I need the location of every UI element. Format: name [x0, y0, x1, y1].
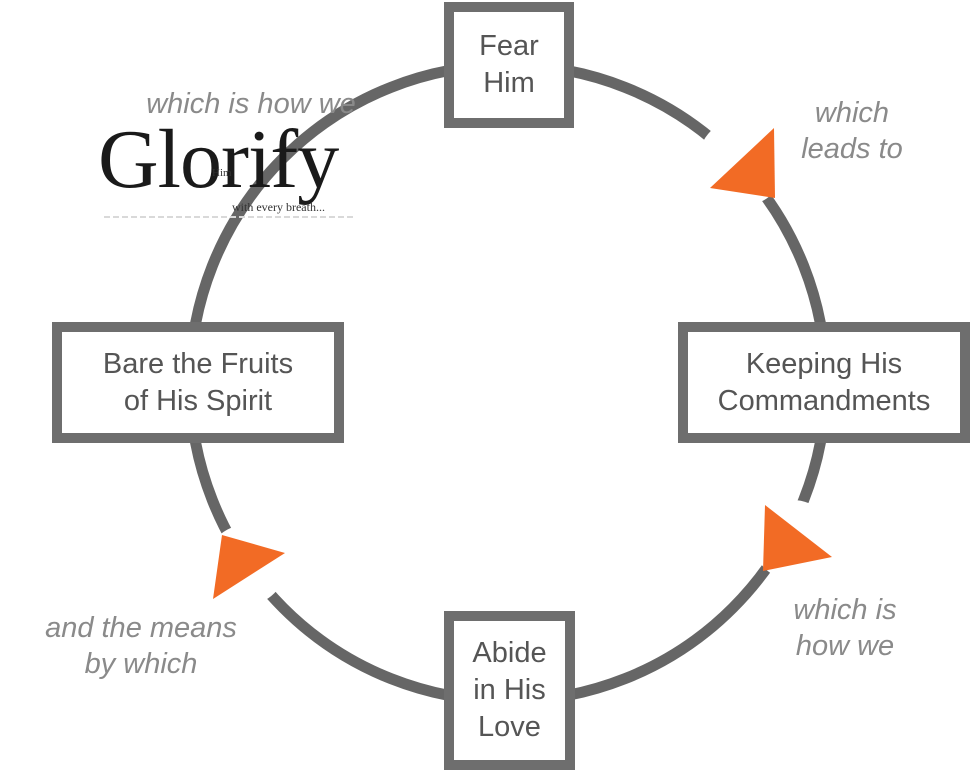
- edge-label-line: which is: [793, 594, 897, 626]
- edge-label-line: how we: [795, 630, 895, 662]
- edge-label-leads-to: which leads to: [782, 95, 922, 167]
- arrow-head-icon: [710, 128, 775, 198]
- edge-label-line: by which: [84, 648, 198, 680]
- edge-label-line: and the means: [45, 612, 237, 644]
- node-label: Fear: [479, 30, 539, 62]
- edge-label-line: which is how we: [146, 88, 356, 120]
- logo-word: Glorify: [98, 113, 339, 206]
- edge-label-which-is-how-we-upper: which is how we: [126, 86, 376, 122]
- edge-label-which-is-how-we-lower: which is how we: [770, 592, 920, 664]
- node-fear-him: Fear Him: [444, 2, 574, 128]
- logo-small-word: Him: [212, 167, 232, 179]
- arrow-head-icon: [213, 535, 285, 599]
- logo-tagline: with every breath...: [232, 200, 325, 214]
- node-label: Bare the Fruits: [102, 347, 294, 380]
- edge-label-line: leads to: [801, 133, 903, 165]
- node-abide-in-his-love: Abide in His Love: [444, 611, 575, 770]
- node-label: Commandments: [717, 384, 931, 417]
- node-label: Keeping His: [745, 347, 903, 380]
- node-bare-the-fruits: Bare the Fruits of His Spirit: [52, 322, 344, 443]
- node-keeping-commandments: Keeping His Commandments: [678, 322, 970, 443]
- edge-label-line: which: [814, 97, 890, 129]
- edge-label-means-by-which: and the means by which: [25, 610, 257, 682]
- node-label: in His: [473, 674, 546, 706]
- node-label: Abide: [472, 637, 547, 669]
- node-label: Love: [478, 711, 541, 743]
- arrow-head-icon: [763, 505, 832, 571]
- ring-gap: [186, 201, 214, 229]
- node-label: Him: [483, 67, 535, 99]
- logo-underline: [104, 216, 354, 218]
- node-label: of His Spirit: [123, 384, 273, 417]
